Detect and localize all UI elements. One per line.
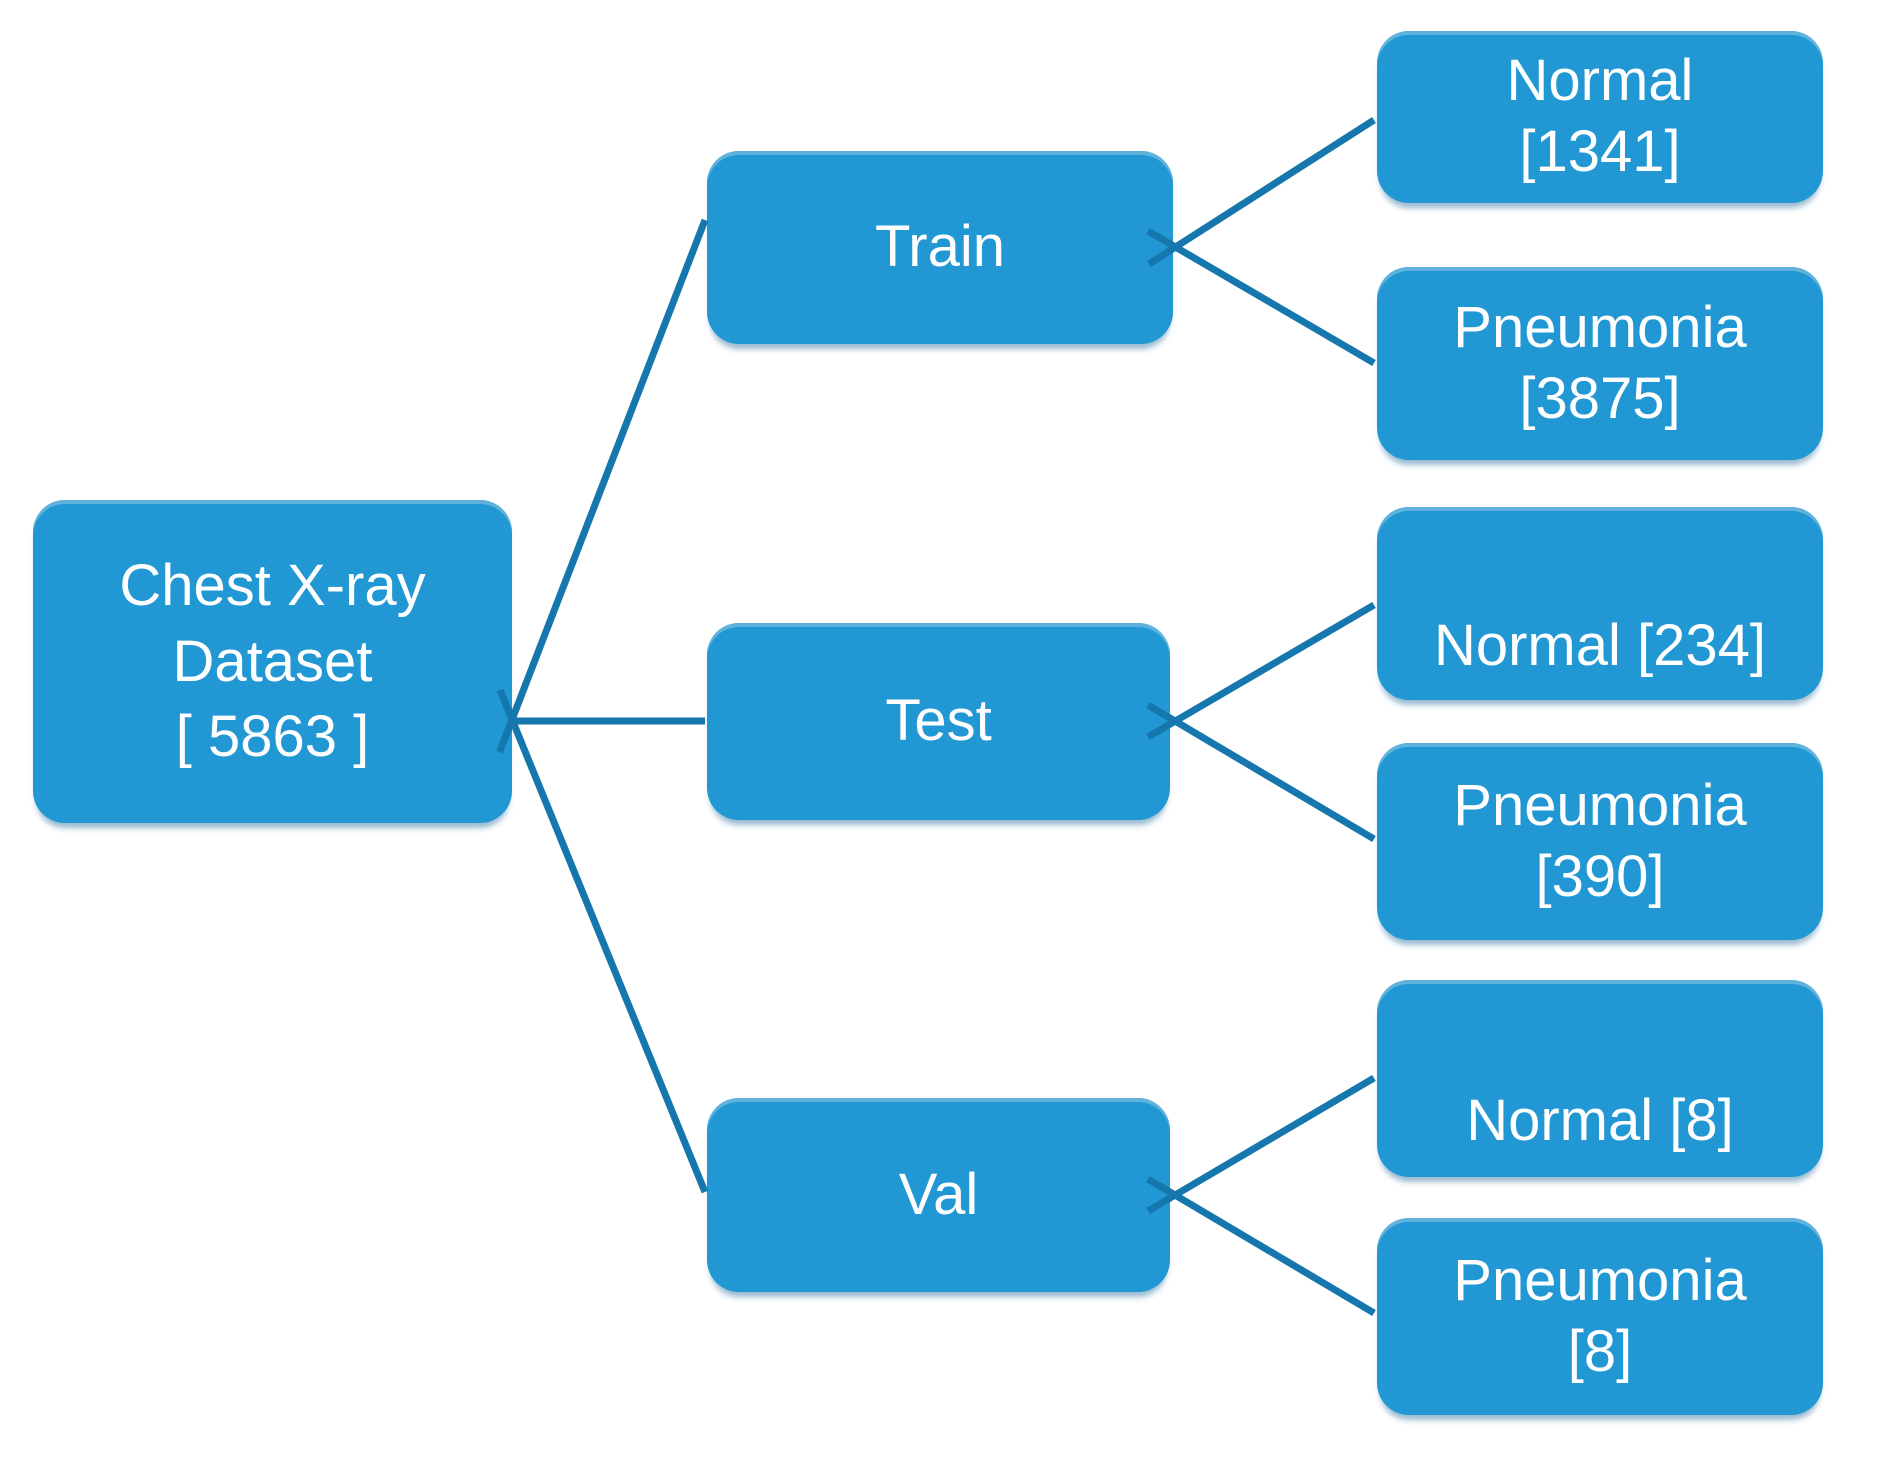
leaf-val-normal-count: [8] — [1669, 1088, 1734, 1154]
connector-val-normal — [1146, 1074, 1376, 1215]
leaf-node-test-pneumonia: Pneumonia [390] — [1377, 743, 1823, 940]
leaf-test-pneumonia-label: Pneumonia — [1453, 772, 1747, 838]
leaf-train-pneumonia-count: [3875] — [1519, 365, 1681, 431]
leaf-val-pneumonia-count: [8] — [1567, 1318, 1633, 1384]
leaf-train-pneumonia-label: Pneumonia — [1453, 294, 1747, 360]
leaf-test-pneumonia-text: Pneumonia [390] — [1453, 771, 1746, 913]
leaf-node-train-normal: Normal [1341] — [1377, 31, 1823, 203]
split-train-text: Train — [875, 212, 1005, 283]
connector-test-normal — [1146, 601, 1376, 741]
root-count: [ 5863 ] — [175, 704, 370, 770]
root-node-text: Chest X-ray Dataset [ 5863 ] — [100, 548, 445, 774]
leaf-val-normal-label: Normal — [1466, 1088, 1654, 1154]
leaf-val-pneumonia-label: Pneumonia — [1453, 1247, 1747, 1313]
connector-val-pneumonia — [1146, 1175, 1376, 1317]
leaf-node-val-normal: Normal [8] — [1377, 980, 1823, 1177]
connector-root-train — [496, 218, 709, 754]
split-test-text: Test — [885, 686, 991, 757]
split-train-label: Train — [875, 214, 1005, 280]
leaf-node-val-pneumonia: Pneumonia [8] — [1377, 1218, 1823, 1415]
leaf-test-normal-text: Normal [234] — [1434, 611, 1766, 682]
leaf-train-pneumonia-text: Pneumonia [3875] — [1453, 293, 1746, 435]
leaf-val-pneumonia-text: Pneumonia [8] — [1453, 1246, 1746, 1388]
connector-train-normal — [1147, 117, 1376, 267]
root-node-dataset: Chest X-ray Dataset [ 5863 ] — [33, 500, 512, 823]
leaf-test-normal-count: [234] — [1637, 613, 1767, 679]
leaf-train-normal-count: [1341] — [1519, 119, 1681, 184]
leaf-val-normal-text: Normal [8] — [1466, 1086, 1734, 1157]
leaf-train-normal-label: Normal — [1506, 48, 1694, 114]
split-node-test: Test — [707, 623, 1170, 820]
leaf-test-pneumonia-count: [390] — [1535, 843, 1665, 909]
root-label: Chest X-ray Dataset — [119, 553, 426, 694]
split-test-label: Test — [885, 688, 992, 754]
leaf-node-test-normal: Normal [234] — [1377, 507, 1823, 700]
split-node-train: Train — [707, 151, 1173, 344]
connector-test-pneumonia — [1146, 701, 1376, 843]
split-val-label: Val — [898, 1161, 979, 1227]
leaf-test-normal-label: Normal — [1433, 613, 1621, 679]
connector-root-val — [496, 688, 709, 1194]
split-node-val: Val — [707, 1098, 1170, 1292]
leaf-node-train-pneumonia: Pneumonia [3875] — [1377, 267, 1823, 460]
leaf-train-normal-text: Normal [1341] — [1507, 46, 1694, 188]
connector-train-pneumonia — [1146, 227, 1376, 367]
split-val-text: Val — [899, 1160, 979, 1231]
